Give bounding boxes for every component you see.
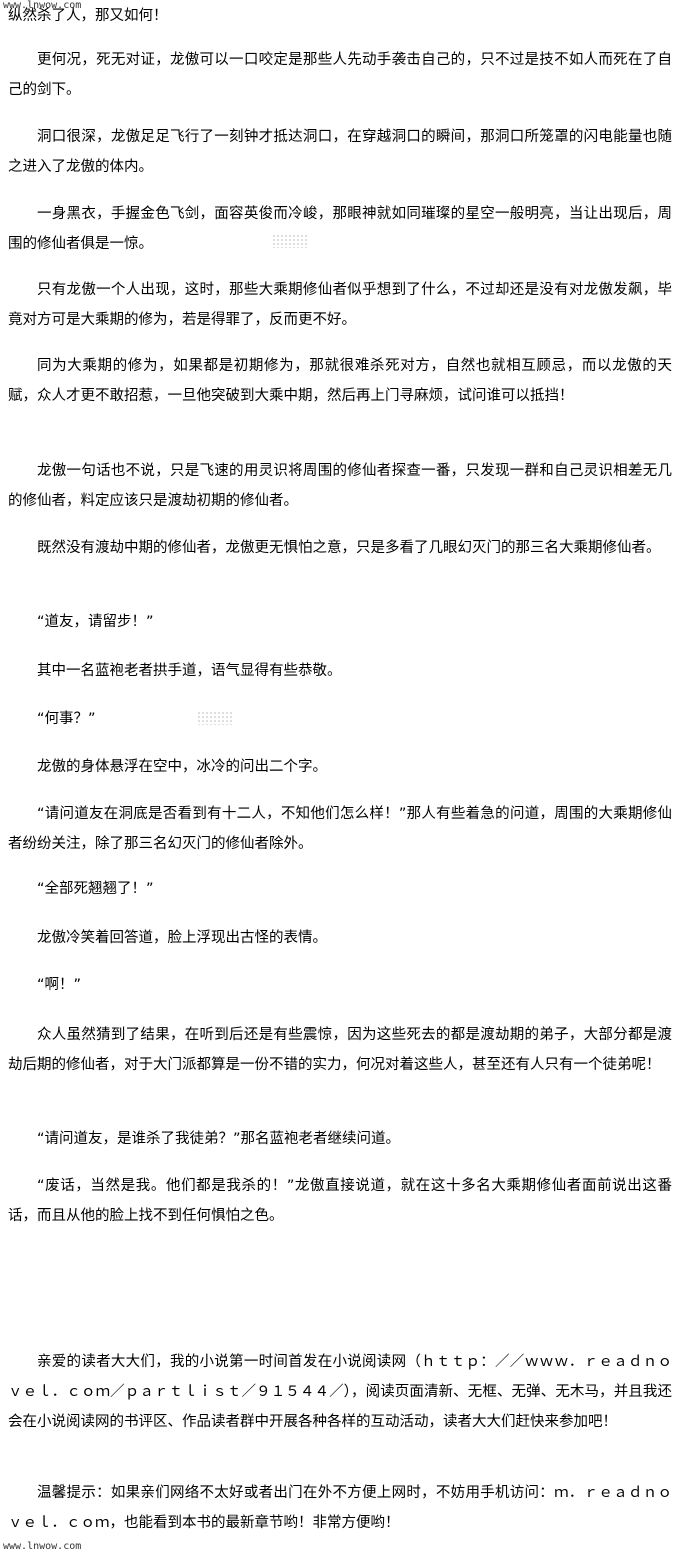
paragraph: 纵然杀了人，那又如何！ [8, 8, 168, 24]
paragraph: 龙傲一句话也不说，只是飞速的用灵识将周围的修仙者探查一番，只发现一群和自己灵识相… [8, 463, 672, 509]
paragraph: “啊！” [37, 977, 82, 993]
scan-noise [272, 234, 308, 248]
watermark-top: www.lnwow.com [3, 0, 82, 11]
paragraph: 温馨提示：如果亲们网络不太好或者出门在外不方便上网时，不妨用手机访问：ｍ．ｒｅａ… [8, 1485, 672, 1531]
paragraph: 洞口很深，龙傲足足飞行了一刻钟才抵达洞口，在穿越洞口的瞬间，那洞口所笼罩的闪电能… [8, 129, 672, 175]
paragraph: 众人虽然猜到了结果，在听到后还是有些震惊，因为这些死去的都是渡劫期的弟子，大部分… [8, 1027, 672, 1073]
paragraph: 亲爱的读者大大们，我的小说第一时间首发在小说阅读网（ｈｔｔｐ：／／ｗｗｗ．ｒｅａ… [8, 1354, 672, 1430]
paragraph: “全部死翘翘了！” [37, 881, 154, 897]
paragraph: 一身黑衣，手握金色飞剑，面容英俊而冷峻，那眼神就如同璀璨的星空一般明亮，当让出现… [8, 206, 672, 252]
paragraph: 龙傲的身体悬浮在空中，冰冷的问出二个字。 [37, 759, 327, 775]
paragraph: 龙傲冷笑着回答道，脸上浮现出古怪的表情。 [37, 930, 327, 946]
paragraph: “道友，请留步！” [37, 614, 154, 630]
paragraph: “请问道友，是谁杀了我徒弟？”那名蓝袍老者继续问道。 [37, 1131, 401, 1147]
watermark-bottom: www.lnwow.com [3, 1541, 82, 1552]
paragraph: “请问道友在洞底是否看到有十二人，不知他们怎么样！”那人有些着急的问道，周围的大… [8, 806, 672, 852]
paragraph: “何事？” [37, 711, 96, 727]
paragraph: 只有龙傲一个人出现，这时，那些大乘期修仙者似乎想到了什么，不过却还是没有对龙傲发… [8, 282, 672, 328]
paragraph: 其中一名蓝袍老者拱手道，语气显得有些恭敬。 [37, 663, 342, 679]
paragraph: “废话，当然是我。他们都是我杀的！”龙傲直接说道，就在这十多名大乘期修仙者面前说… [8, 1178, 672, 1224]
paragraph: 既然没有渡劫中期的修仙者，龙傲更无惧怕之意，只是多看了几眼幻灭门的那三名大乘期修… [37, 540, 661, 556]
paragraph: 更何况，死无对证，龙傲可以一口咬定是那些人先动手袭击自己的，只不过是技不如人而死… [8, 52, 672, 98]
paragraph: 同为大乘期的修为，如果都是初期修为，那就很难杀死对方，自然也就相互顾忌，而以龙傲… [8, 358, 672, 404]
scan-noise [197, 711, 233, 725]
